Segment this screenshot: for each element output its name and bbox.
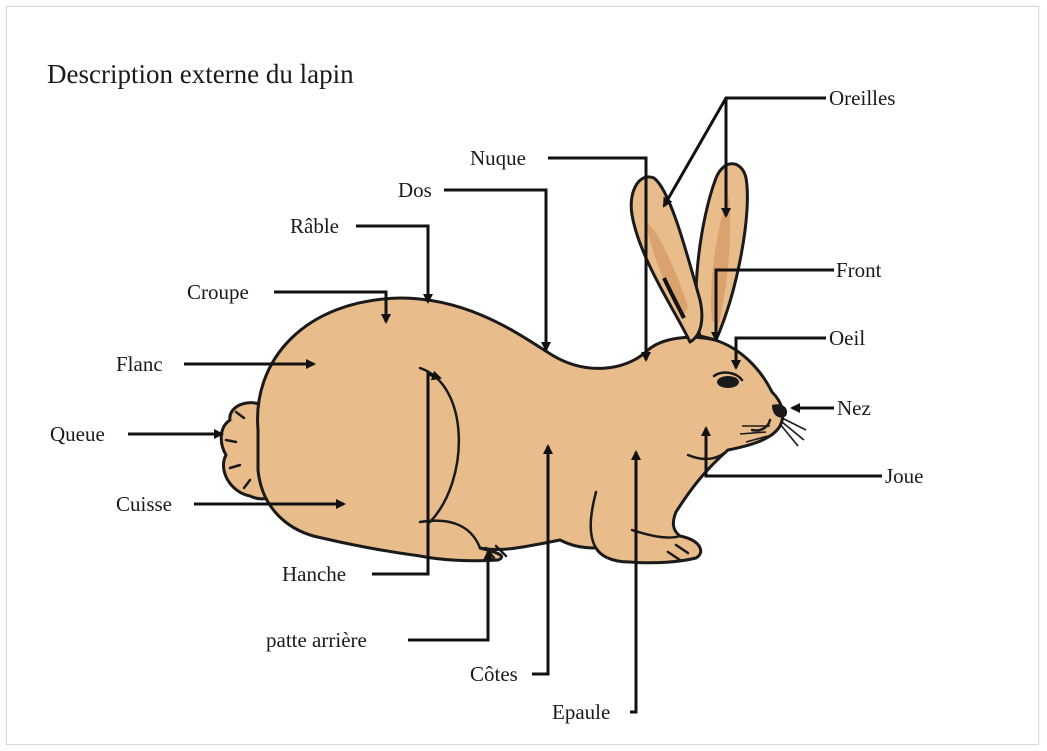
label-cotes: Côtes [470,662,518,686]
label-hanche: Hanche [282,562,346,586]
label-epaule: Epaule [552,700,610,724]
label-nuque: Nuque [470,146,526,170]
leader-nuque [548,158,646,360]
label-cuisse: Cuisse [116,492,172,516]
label-queue: Queue [50,422,105,446]
label-oreilles: Oreilles [829,86,895,110]
label-croupe: Croupe [187,280,249,304]
label-front: Front [836,258,882,282]
leader-patte-arriere [408,552,488,640]
rabbit-eye [717,376,739,388]
label-joue: Joue [885,464,924,488]
label-dos: Dos [398,178,432,202]
label-oeil: Oeil [829,326,865,350]
label-flanc: Flanc [116,352,163,376]
label-rable: Râble [290,214,339,238]
label-nez: Nez [837,396,871,420]
label-patte-arriere: patte arrière [266,628,367,652]
